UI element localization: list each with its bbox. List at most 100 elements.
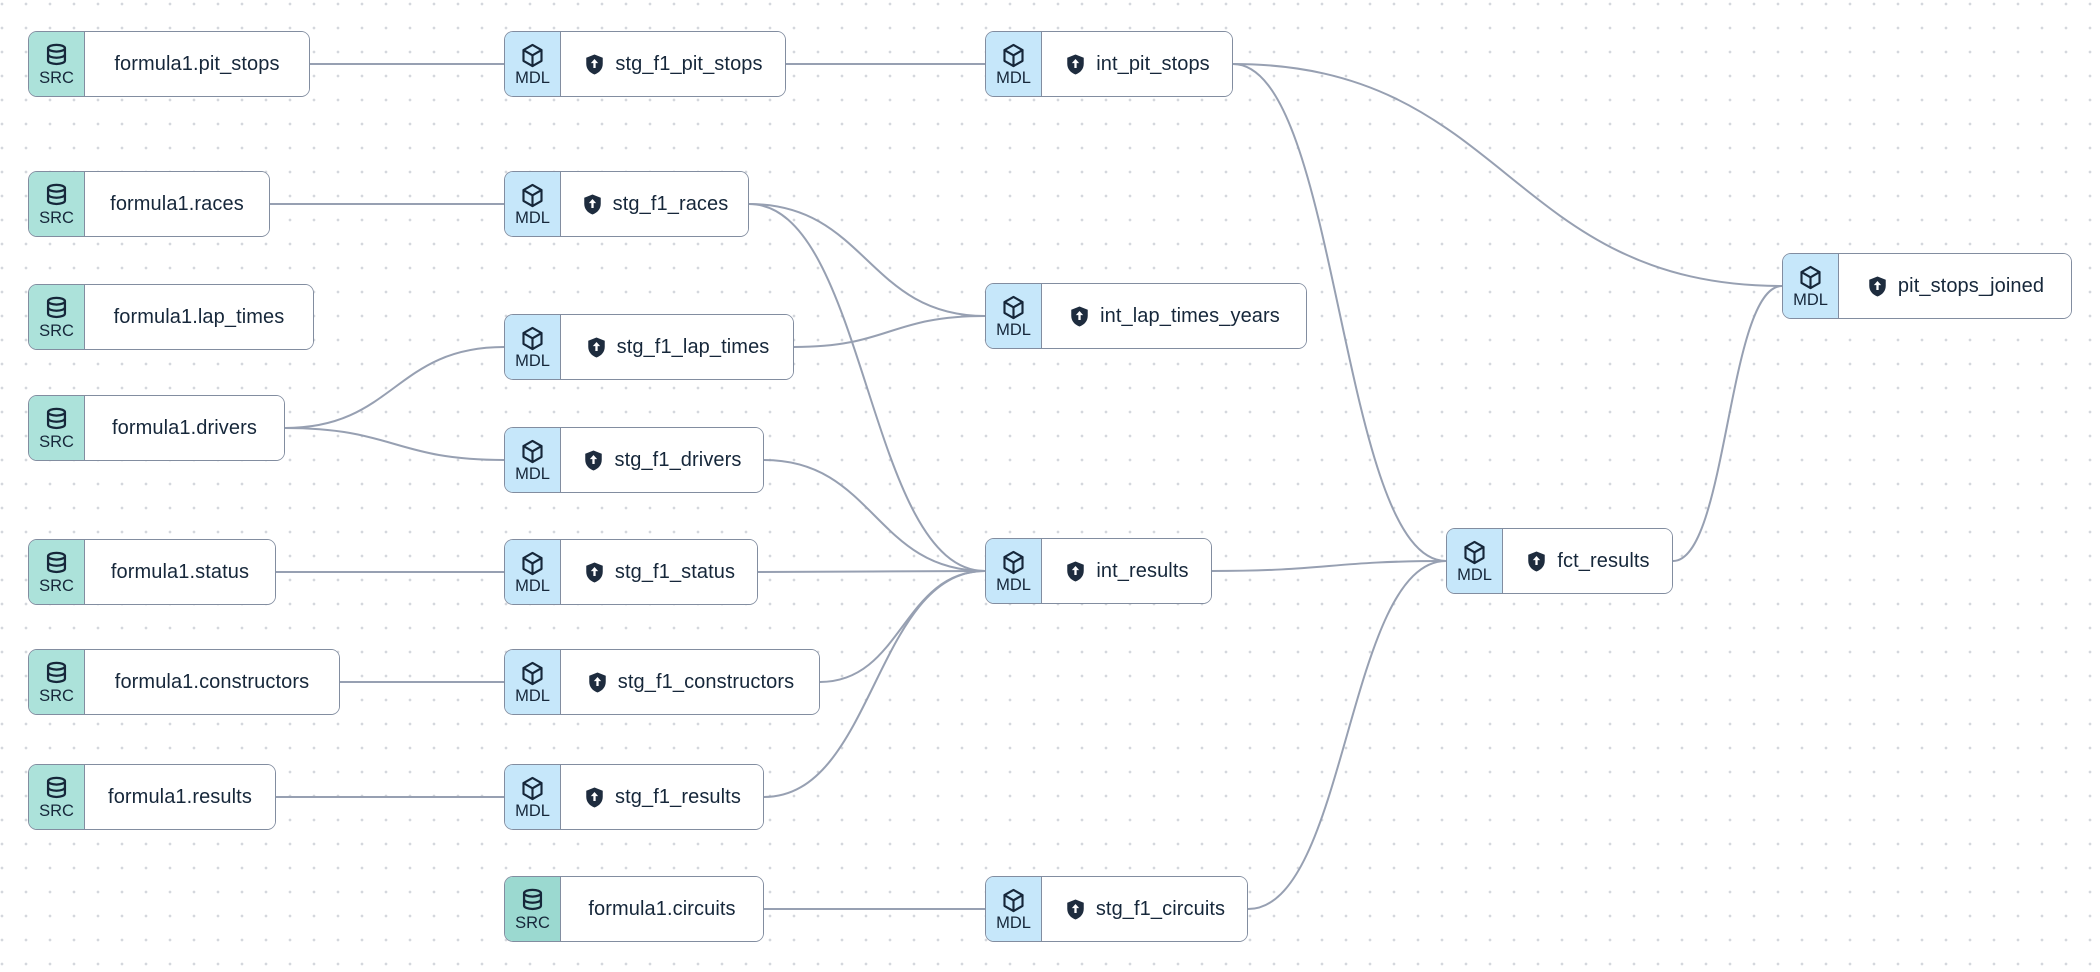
node-src-pit-stops[interactable]: SRC formula1.pit_stops	[28, 31, 310, 97]
node-body: stg_f1_results	[561, 765, 763, 829]
node-src-status[interactable]: SRC formula1.status	[28, 539, 276, 605]
node-stg-f1-results[interactable]: MDL stg_f1_results	[504, 764, 764, 830]
node-type-label: SRC	[39, 801, 74, 820]
node-type-label: SRC	[39, 576, 74, 595]
node-int-results[interactable]: MDL int_results	[985, 538, 1212, 604]
node-src-constructors[interactable]: SRC formula1.constructors	[28, 649, 340, 715]
node-label: formula1.results	[108, 785, 252, 808]
node-fct-results[interactable]: MDL fct_results	[1446, 528, 1673, 594]
node-type-badge: MDL	[505, 428, 561, 492]
node-type-label: MDL	[996, 575, 1031, 594]
node-type-badge: MDL	[986, 32, 1042, 96]
node-stg-f1-lap-times[interactable]: MDL stg_f1_lap_times	[504, 314, 794, 380]
node-label: stg_f1_drivers	[614, 448, 742, 471]
node-body: stg_f1_pit_stops	[561, 32, 785, 96]
node-stg-f1-circuits[interactable]: MDL stg_f1_circuits	[985, 876, 1248, 942]
node-type-label: SRC	[39, 686, 74, 705]
database-icon	[43, 660, 70, 687]
edge-int-results-to-fct-results	[1211, 560, 1447, 572]
node-src-results[interactable]: SRC formula1.results	[28, 764, 276, 830]
database-icon	[519, 887, 546, 914]
shield-icon	[1068, 305, 1091, 328]
node-type-label: MDL	[515, 351, 550, 370]
node-type-badge: SRC	[29, 540, 85, 604]
edge-stg-f1-drivers-to-int-results	[763, 459, 986, 572]
node-body: formula1.pit_stops	[85, 32, 309, 96]
node-src-lap-times[interactable]: SRC formula1.lap_times	[28, 284, 314, 350]
node-src-drivers[interactable]: SRC formula1.drivers	[28, 395, 285, 461]
node-label: formula1.pit_stops	[114, 52, 280, 75]
node-label: pit_stops_joined	[1897, 274, 2045, 297]
node-type-badge: MDL	[505, 650, 561, 714]
node-type-badge: MDL	[986, 539, 1042, 603]
node-int-lap-times-years[interactable]: MDL int_lap_times_years	[985, 283, 1307, 349]
shield-icon	[583, 786, 606, 809]
node-body: int_results	[1042, 539, 1211, 603]
shield-icon	[1525, 550, 1548, 573]
cube-icon	[519, 325, 546, 352]
edge-stg-f1-races-to-int-results	[748, 203, 986, 572]
node-int-pit-stops[interactable]: MDL int_pit_stops	[985, 31, 1233, 97]
node-type-badge: SRC	[29, 32, 85, 96]
node-type-badge: MDL	[505, 765, 561, 829]
node-label: formula1.constructors	[114, 670, 310, 693]
node-label: stg_f1_races	[612, 192, 729, 215]
node-stg-f1-status[interactable]: MDL stg_f1_status	[504, 539, 758, 605]
node-stg-f1-pit-stops[interactable]: MDL stg_f1_pit_stops	[504, 31, 786, 97]
cube-icon	[1000, 42, 1027, 69]
cube-icon	[1000, 294, 1027, 321]
node-body: int_pit_stops	[1042, 32, 1232, 96]
node-label: stg_f1_lap_times	[616, 335, 770, 358]
node-stg-f1-drivers[interactable]: MDL stg_f1_drivers	[504, 427, 764, 493]
node-pit-stops-joined[interactable]: MDL pit_stops_joined	[1782, 253, 2072, 319]
node-type-badge: MDL	[1447, 529, 1503, 593]
node-label: fct_results	[1557, 549, 1650, 572]
edge-src-drivers-to-stg-f1-lap-times	[284, 346, 505, 429]
cube-icon	[519, 775, 546, 802]
cube-icon	[1000, 887, 1027, 914]
database-icon	[43, 182, 70, 209]
node-type-label: MDL	[1457, 565, 1492, 584]
node-src-races[interactable]: SRC formula1.races	[28, 171, 270, 237]
node-type-label: MDL	[515, 801, 550, 820]
node-src-circuits[interactable]: SRC formula1.circuits	[504, 876, 764, 942]
node-label: formula1.lap_times	[113, 305, 285, 328]
node-type-label: MDL	[515, 68, 550, 87]
node-body: pit_stops_joined	[1839, 254, 2071, 318]
edge-stg-f1-lap-times-to-int-lap-times-years	[793, 315, 986, 348]
node-body: stg_f1_status	[561, 540, 757, 604]
node-type-label: MDL	[1793, 290, 1828, 309]
node-type-label: MDL	[996, 320, 1031, 339]
edge-fct-results-to-pit-stops-joined	[1672, 285, 1783, 562]
node-type-badge: MDL	[505, 315, 561, 379]
node-body: stg_f1_constructors	[561, 650, 819, 714]
node-body: formula1.constructors	[85, 650, 339, 714]
node-label: formula1.status	[110, 560, 250, 583]
edge-stg-f1-constructors-to-int-results	[819, 570, 986, 683]
node-stg-f1-constructors[interactable]: MDL stg_f1_constructors	[504, 649, 820, 715]
node-type-label: MDL	[515, 464, 550, 483]
node-type-badge: SRC	[29, 650, 85, 714]
node-body: stg_f1_circuits	[1042, 877, 1247, 941]
edge-stg-f1-circuits-to-fct-results	[1247, 560, 1447, 910]
node-label: int_pit_stops	[1096, 52, 1210, 75]
database-icon	[43, 42, 70, 69]
edge-stg-f1-status-to-int-results	[757, 570, 986, 573]
node-label: stg_f1_circuits	[1095, 897, 1226, 920]
shield-icon	[585, 336, 608, 359]
node-type-label: SRC	[39, 321, 74, 340]
database-icon	[43, 295, 70, 322]
node-type-badge: MDL	[505, 32, 561, 96]
cube-icon	[519, 660, 546, 687]
node-type-badge: SRC	[29, 172, 85, 236]
node-body: int_lap_times_years	[1042, 284, 1306, 348]
node-type-label: MDL	[515, 686, 550, 705]
database-icon	[43, 550, 70, 577]
node-stg-f1-races[interactable]: MDL stg_f1_races	[504, 171, 749, 237]
node-body: fct_results	[1503, 529, 1672, 593]
shield-icon	[582, 449, 605, 472]
node-body: stg_f1_lap_times	[561, 315, 793, 379]
shield-icon	[586, 671, 609, 694]
